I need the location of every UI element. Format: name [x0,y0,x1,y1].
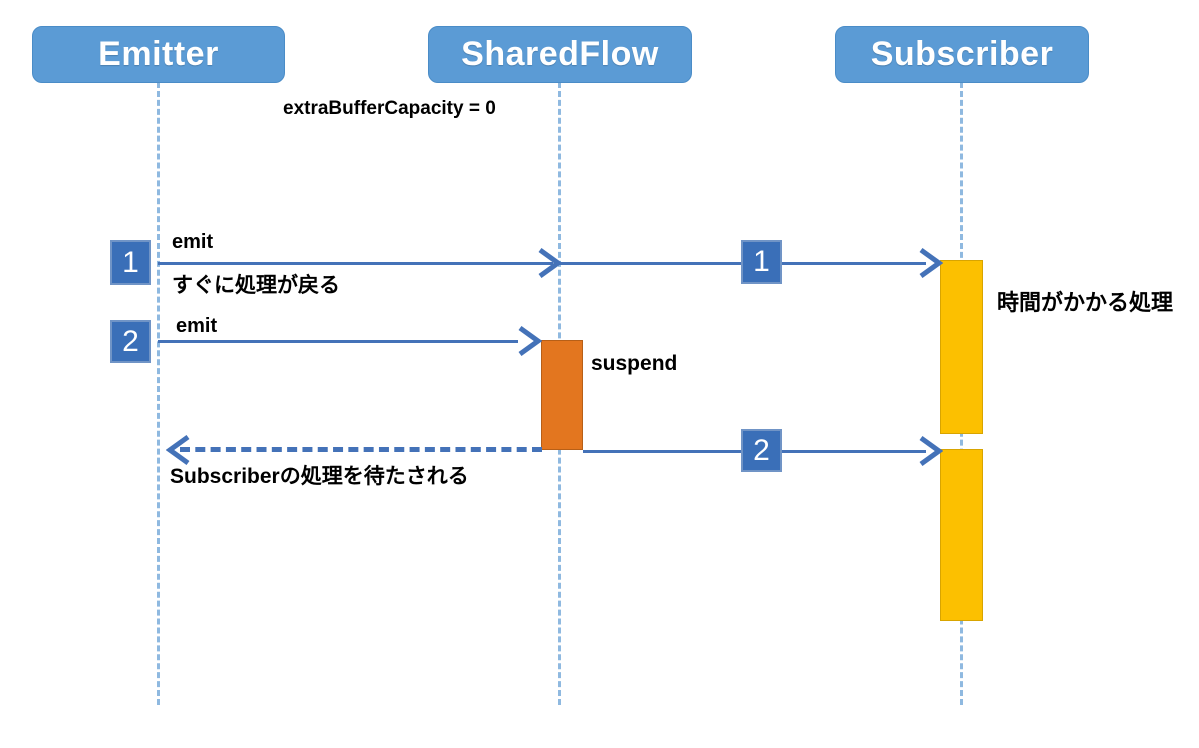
processing-activation-1 [940,260,983,434]
message-2-emit-line [158,340,518,343]
message-2-emit-arrowhead [516,325,543,357]
actor-emitter[interactable]: Emitter [32,26,285,83]
processing-activation-1-label: 時間がかかる処理 [997,290,1174,315]
suspend-activation [541,340,583,450]
processing-activation-2 [940,449,983,621]
message-2-deliver-arrowhead [917,435,944,467]
actor-subscriber-label: Subscriber [870,35,1054,73]
message-1-emit-label-below: すぐに処理が戻る [172,274,340,297]
badge-message-2-deliver: 2 [741,429,782,472]
message-1-deliver-arrowhead [917,247,944,279]
badge-message-1-emit: 1 [110,240,151,285]
lifeline-emitter [157,82,160,705]
badge-message-1-deliver-label: 1 [753,245,770,278]
message-return-line [180,447,542,452]
suspend-activation-label: suspend [591,352,678,375]
actor-sharedflow[interactable]: SharedFlow [428,26,692,83]
badge-message-2-deliver-label: 2 [753,433,770,467]
message-1-emit-line [158,262,553,265]
badge-message-2-emit-label: 2 [122,324,139,358]
message-return-arrowhead [165,434,192,466]
message-1-emit-label-above: emit [172,231,214,253]
badge-message-2-emit: 2 [110,320,151,363]
actor-emitter-label: Emitter [98,35,219,73]
actor-sharedflow-label: SharedFlow [461,35,659,73]
note-extra-buffer-capacity: extraBufferCapacity = 0 [283,98,496,119]
message-return-label-below: Subscriberの処理を待たされる [170,465,469,488]
badge-message-1-emit-label: 1 [122,245,139,279]
actor-subscriber[interactable]: Subscriber [835,26,1089,83]
message-2-emit-label-above: emit [176,315,218,337]
badge-message-1-deliver: 1 [741,240,782,284]
